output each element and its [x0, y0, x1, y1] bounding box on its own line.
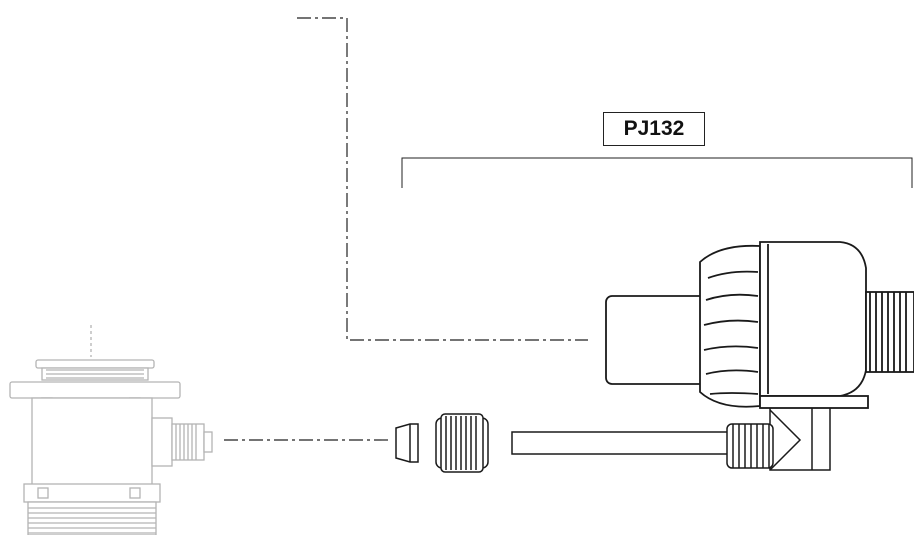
spray-nozzle-assembly [605, 241, 914, 409]
skimmer-body [9, 325, 213, 535]
leader-line-top [297, 17, 588, 341]
elbow-fitting [726, 391, 831, 471]
compression-nut-part [435, 413, 489, 473]
ferrule-part [395, 423, 419, 463]
part-group-bracket [401, 157, 913, 188]
tube-part [511, 431, 729, 455]
part-number-label: PJ132 [603, 112, 705, 146]
